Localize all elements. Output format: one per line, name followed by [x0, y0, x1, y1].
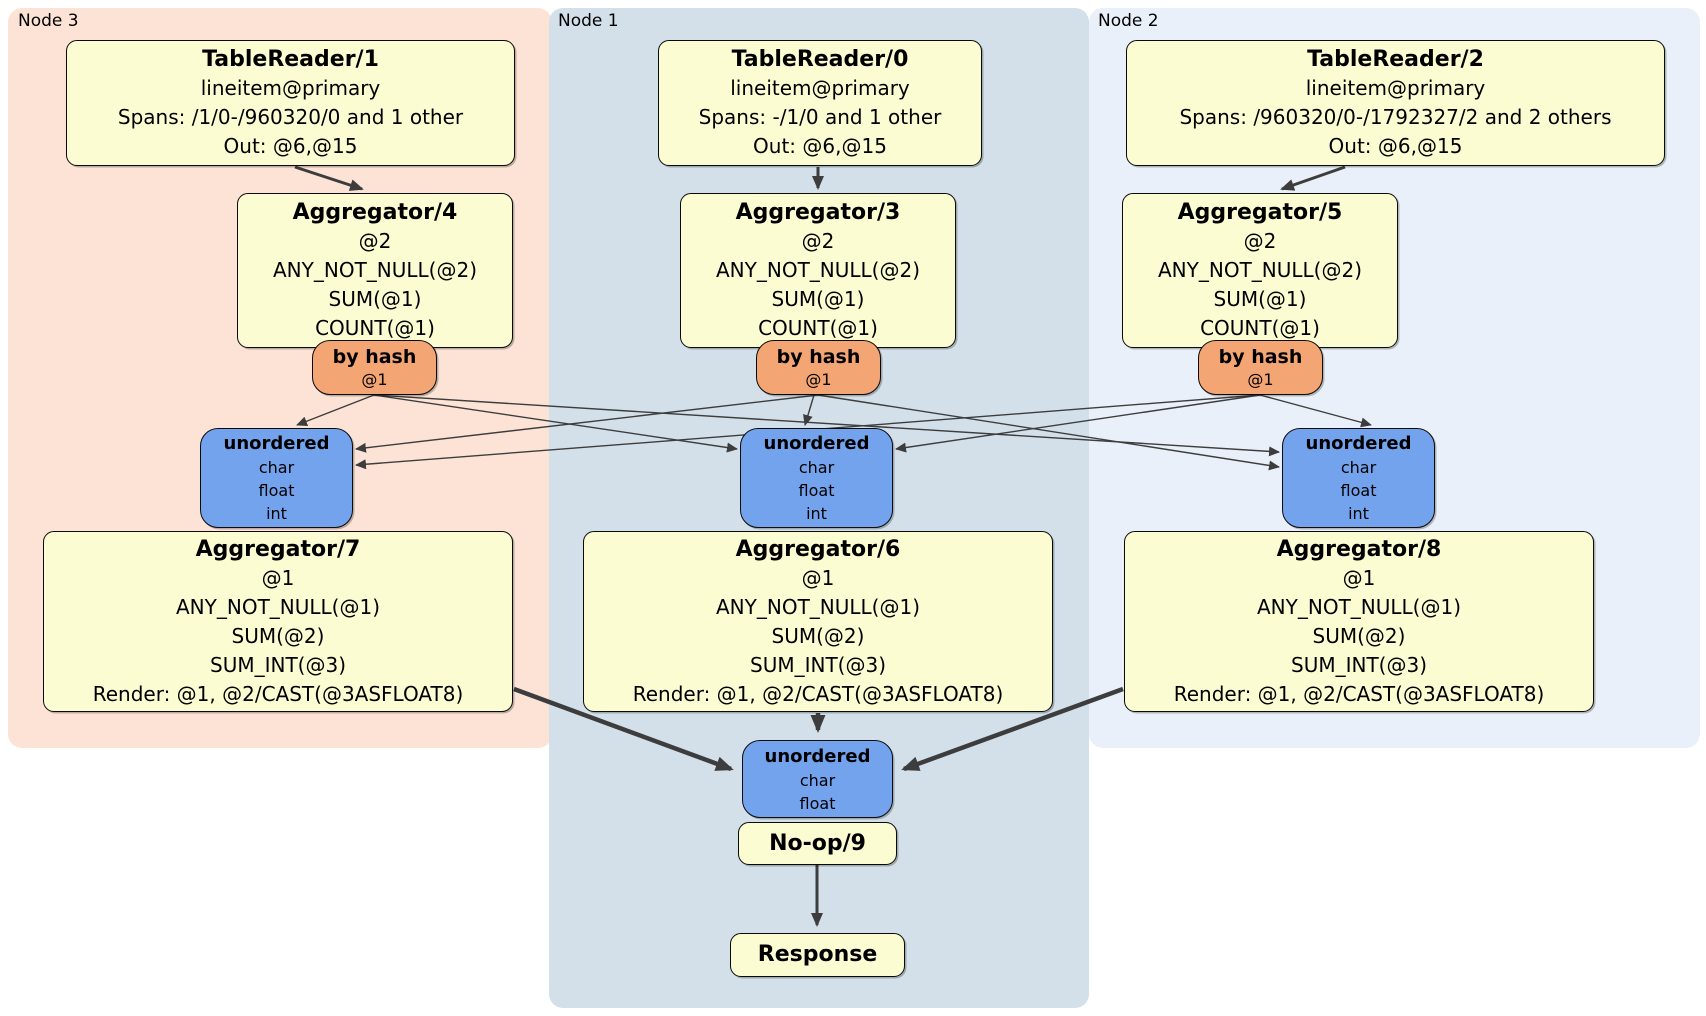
- processor-tablereader-1: TableReader/1 lineitem@primary Spans: /1…: [66, 40, 515, 166]
- processor-line: COUNT(@1): [1200, 316, 1320, 340]
- router-title: by hash: [1218, 345, 1303, 368]
- sync-title: unordered: [1305, 433, 1412, 454]
- sync-col: float: [258, 481, 295, 500]
- sync-title: unordered: [764, 745, 871, 767]
- sync-col: float: [798, 481, 835, 500]
- processor-title: TableReader/0: [731, 47, 909, 72]
- node3-label: Node 3: [18, 11, 79, 31]
- processor-line: ANY_NOT_NULL(@2): [273, 258, 477, 282]
- processor-tablereader-2: TableReader/2 lineitem@primary Spans: /9…: [1126, 40, 1665, 166]
- processor-line: Render: @1, @2/CAST(@3ASFLOAT8): [632, 681, 1004, 706]
- processor-aggregator-7: Aggregator/7 @1 ANY_NOT_NULL(@1) SUM(@2)…: [43, 531, 513, 712]
- sync-col: char: [1340, 458, 1377, 477]
- processor-aggregator-5: Aggregator/5 @2 ANY_NOT_NULL(@2) SUM(@1)…: [1122, 193, 1398, 348]
- processor-response: Response: [730, 933, 905, 977]
- processor-line: ANY_NOT_NULL(@2): [716, 258, 920, 282]
- sync-col: float: [799, 793, 836, 813]
- processor-line: Out: @6,@15: [223, 134, 358, 158]
- sync-unordered-node3: unordered char float int: [200, 428, 353, 528]
- processor-title: Aggregator/8: [1276, 536, 1442, 562]
- sync-col: float: [1340, 481, 1377, 500]
- sync-col: char: [799, 770, 836, 790]
- processor-line: SUM_INT(@3): [750, 652, 886, 677]
- processor-line: @2: [358, 229, 392, 253]
- processor-title: Response: [757, 942, 878, 967]
- processor-line: lineitem@primary: [200, 76, 381, 100]
- processor-line: ANY_NOT_NULL(@1): [716, 594, 920, 619]
- processor-title: Aggregator/4: [292, 200, 458, 225]
- sync-unordered-node1: unordered char float int: [740, 428, 893, 528]
- processor-line: SUM(@1): [328, 287, 422, 311]
- processor-line: ANY_NOT_NULL(@1): [1257, 594, 1461, 619]
- processor-title: TableReader/2: [1307, 47, 1484, 72]
- router-key: @1: [805, 369, 832, 389]
- sync-col: int: [1348, 504, 1369, 523]
- sync-col: char: [258, 458, 295, 477]
- processor-line: COUNT(@1): [758, 316, 878, 340]
- processor-line: @1: [801, 565, 835, 590]
- node1-label: Node 1: [558, 11, 619, 31]
- processor-line: lineitem@primary: [1305, 76, 1486, 100]
- processor-line: @1: [261, 565, 295, 590]
- processor-title: Aggregator/7: [195, 536, 361, 562]
- processor-title: TableReader/1: [202, 47, 379, 72]
- router-by-hash-5: by hash @1: [1198, 340, 1323, 395]
- processor-title: Aggregator/6: [735, 536, 901, 562]
- processor-line: @2: [1243, 229, 1277, 253]
- sync-col: int: [806, 504, 827, 523]
- sync-title: unordered: [763, 433, 870, 454]
- processor-line: Spans: /960320/0-/1792327/2 and 2 others: [1179, 105, 1612, 129]
- processor-line: SUM(@1): [1213, 287, 1307, 311]
- processor-line: Out: @6,@15: [1328, 134, 1463, 158]
- processor-line: ANY_NOT_NULL(@2): [1158, 258, 1362, 282]
- processor-line: Spans: /1/0-/960320/0 and 1 other: [117, 105, 464, 129]
- processor-title: No-op/9: [769, 830, 866, 856]
- processor-line: SUM_INT(@3): [210, 652, 346, 677]
- router-title: by hash: [776, 345, 861, 368]
- sync-title: unordered: [223, 433, 330, 454]
- processor-aggregator-3: Aggregator/3 @2 ANY_NOT_NULL(@2) SUM(@1)…: [680, 193, 956, 348]
- processor-tablereader-0: TableReader/0 lineitem@primary Spans: -/…: [658, 40, 982, 166]
- sync-unordered-node2: unordered char float int: [1282, 428, 1435, 528]
- sync-col: char: [798, 458, 835, 477]
- processor-line: @2: [801, 229, 835, 253]
- processor-noop-9: No-op/9: [738, 822, 897, 865]
- router-key: @1: [1247, 369, 1274, 389]
- processor-aggregator-8: Aggregator/8 @1 ANY_NOT_NULL(@1) SUM(@2)…: [1124, 531, 1594, 712]
- processor-aggregator-4: Aggregator/4 @2 ANY_NOT_NULL(@2) SUM(@1)…: [237, 193, 513, 348]
- sync-unordered-final: unordered char float: [742, 740, 893, 818]
- node2-label: Node 2: [1098, 11, 1159, 31]
- sync-col: int: [266, 504, 287, 523]
- processor-title: Aggregator/3: [735, 200, 901, 225]
- processor-line: SUM(@2): [231, 623, 325, 648]
- processor-line: lineitem@primary: [730, 76, 910, 100]
- router-by-hash-3: by hash @1: [756, 340, 881, 395]
- processor-line: Render: @1, @2/CAST(@3ASFLOAT8): [92, 681, 464, 706]
- processor-line: Out: @6,@15: [753, 134, 887, 158]
- processor-line: @1: [1342, 565, 1376, 590]
- processor-line: SUM(@1): [771, 287, 865, 311]
- processor-title: Aggregator/5: [1177, 200, 1343, 225]
- processor-line: SUM_INT(@3): [1291, 652, 1427, 677]
- router-by-hash-4: by hash @1: [312, 340, 437, 395]
- processor-aggregator-6: Aggregator/6 @1 ANY_NOT_NULL(@1) SUM(@2)…: [583, 531, 1053, 712]
- processor-line: Spans: -/1/0 and 1 other: [698, 105, 942, 129]
- processor-line: SUM(@2): [1312, 623, 1406, 648]
- processor-line: SUM(@2): [771, 623, 865, 648]
- processor-line: COUNT(@1): [315, 316, 435, 340]
- router-key: @1: [361, 369, 388, 389]
- processor-line: Render: @1, @2/CAST(@3ASFLOAT8): [1173, 681, 1545, 706]
- processor-line: ANY_NOT_NULL(@1): [176, 594, 380, 619]
- router-title: by hash: [332, 345, 417, 368]
